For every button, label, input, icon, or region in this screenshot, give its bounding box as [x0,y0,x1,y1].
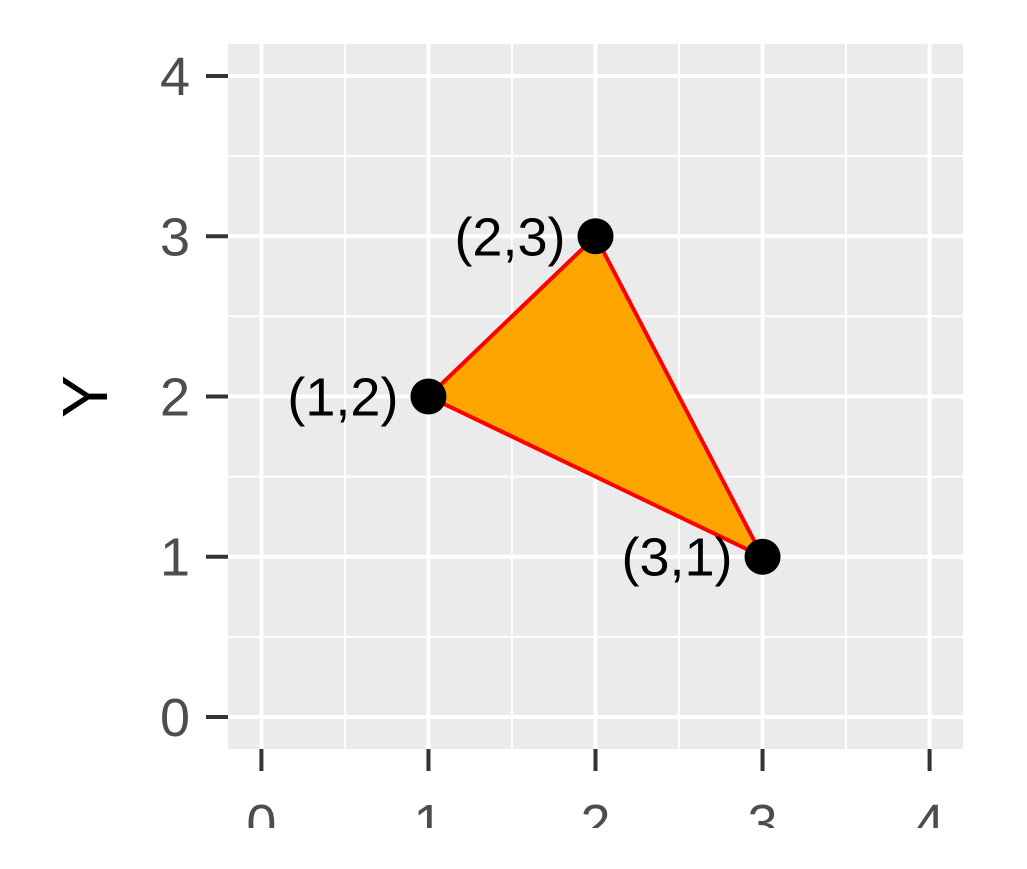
label-layer: (1,2) (2,3) (3,1) [287,207,732,587]
polygon-layer [426,234,765,559]
x-tick-label: 0 [246,794,276,854]
point-label: (3,1) [621,528,732,588]
point-layer [410,218,781,575]
x-tick-label: 3 [748,794,778,854]
y-tick-label: 0 [160,688,190,748]
x-tick-label: 4 [915,794,945,854]
triangle-polygon [426,234,765,559]
y-axis-title: Y [49,375,121,418]
y-tick-label: 1 [160,528,190,588]
y-tick-label: 4 [160,47,190,107]
axis-layer: 0 1 2 3 4 0 1 2 3 4 [160,47,945,854]
data-point [410,378,447,415]
data-point [744,538,781,575]
point-label: (2,3) [454,207,565,267]
data-point [577,218,614,255]
y-tick-label: 3 [160,207,190,267]
x-tick-label: 1 [413,794,443,854]
point-label: (1,2) [287,368,398,428]
x-tick-label: 2 [580,794,610,854]
y-tick-label: 2 [160,368,190,428]
